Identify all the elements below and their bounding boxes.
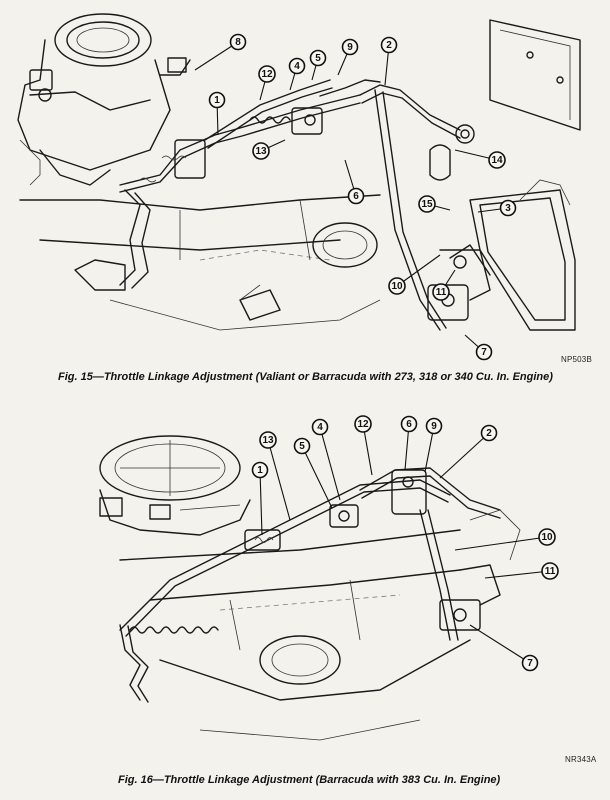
callout-label: 15 bbox=[421, 199, 433, 210]
callout-label: 11 bbox=[545, 566, 556, 577]
callout-label: 14 bbox=[491, 155, 503, 166]
throttle-rod bbox=[359, 84, 491, 331]
callout-circle bbox=[475, 343, 493, 361]
callout-label: 13 bbox=[262, 435, 274, 446]
throttle-linkage-bracket bbox=[74, 79, 381, 291]
engine-block bbox=[119, 509, 521, 741]
callout-circle bbox=[341, 38, 359, 56]
callout-leader bbox=[259, 469, 263, 536]
callout-circle bbox=[311, 418, 329, 436]
callout-circle bbox=[288, 57, 306, 75]
carburetor-assembly bbox=[99, 435, 251, 536]
callout-label: 13 bbox=[255, 146, 267, 157]
callout-circle bbox=[380, 36, 398, 54]
carburetor-assembly bbox=[17, 13, 191, 186]
callout-circle bbox=[388, 277, 406, 295]
callout-label: 12 bbox=[261, 69, 273, 80]
callout-label: 7 bbox=[527, 658, 533, 669]
callout-circle bbox=[541, 562, 559, 580]
callout-label: 12 bbox=[357, 419, 369, 430]
callout-label: 6 bbox=[353, 191, 359, 202]
callout-circle bbox=[251, 461, 269, 479]
callout-circle bbox=[208, 91, 226, 109]
callout-circle bbox=[499, 199, 517, 217]
figure-15-callouts: 8 12 4 5 9 2 1 13 6 14 15 3 10 11 7 bbox=[194, 33, 517, 361]
figure-15-drawing: 8 12 4 5 9 2 1 13 6 14 15 3 10 11 7 bbox=[17, 13, 581, 361]
firewall-panel bbox=[429, 19, 581, 331]
callout-label: 4 bbox=[294, 61, 300, 72]
callout-label: 1 bbox=[214, 95, 220, 106]
callout-circle bbox=[293, 437, 311, 455]
callout-circle bbox=[354, 415, 372, 433]
callout-circle bbox=[309, 49, 327, 67]
callout-circle bbox=[400, 415, 418, 433]
callout-label: 10 bbox=[391, 281, 403, 292]
callout-label: 10 bbox=[541, 532, 553, 543]
figure-16: 13 4 12 6 9 2 1 5 10 11 7 NR343A Fig. 16—Throttle … bbox=[0, 400, 610, 800]
figure-16-code: NR343A bbox=[565, 755, 597, 764]
callout-leader bbox=[484, 570, 551, 579]
callout-label: 2 bbox=[386, 40, 392, 51]
callout-circle bbox=[480, 424, 498, 442]
callout-circle bbox=[418, 195, 436, 213]
callout-label: 4 bbox=[317, 422, 323, 433]
figure-16-caption: Fig. 16—Throttle Linkage Adjustment (Bar… bbox=[118, 774, 501, 786]
callout-circle bbox=[229, 33, 247, 51]
figure-15: 8 12 4 5 9 2 1 13 6 14 15 3 10 11 7 NP503B Fig. 15—Thr… bbox=[0, 0, 610, 395]
callout-leader bbox=[469, 624, 531, 664]
callout-circle bbox=[521, 654, 539, 672]
callout-leader bbox=[319, 426, 341, 501]
callout-label: 6 bbox=[406, 419, 412, 430]
callout-label: 8 bbox=[235, 37, 241, 48]
callout-circle bbox=[252, 142, 270, 160]
callout-leader bbox=[454, 536, 548, 551]
figure-16-callouts: 13 4 12 6 9 2 1 5 10 11 7 bbox=[251, 415, 559, 672]
callout-label: 11 bbox=[436, 287, 447, 298]
callout-circle bbox=[488, 151, 506, 169]
callout-leader bbox=[439, 432, 490, 479]
callout-leader bbox=[267, 439, 291, 521]
figure-16-drawing: 13 4 12 6 9 2 1 5 10 11 7 bbox=[99, 415, 559, 741]
callout-circle bbox=[259, 431, 277, 449]
callout-label: 5 bbox=[315, 53, 321, 64]
callout-circle bbox=[425, 417, 443, 435]
callout-label: 9 bbox=[347, 42, 353, 53]
callout-label: 7 bbox=[481, 347, 487, 358]
throttle-linkage-bracket bbox=[119, 467, 501, 703]
figure-15-code: NP503B bbox=[561, 355, 592, 364]
engine-block bbox=[19, 194, 381, 331]
callout-label: 1 bbox=[257, 465, 263, 476]
callout-circle bbox=[258, 65, 276, 83]
callout-label: 3 bbox=[505, 203, 511, 214]
callout-label: 9 bbox=[431, 421, 437, 432]
callout-label: 2 bbox=[486, 428, 492, 439]
callout-leader bbox=[194, 41, 239, 71]
figure-15-caption: Fig. 15—Throttle Linkage Adjustment (Val… bbox=[58, 371, 553, 383]
callout-circle bbox=[347, 187, 365, 205]
callout-label: 5 bbox=[299, 441, 305, 452]
callout-leader bbox=[301, 445, 333, 509]
callout-leader bbox=[396, 254, 441, 287]
callout-circle bbox=[432, 283, 450, 301]
callout-circle bbox=[538, 528, 556, 546]
